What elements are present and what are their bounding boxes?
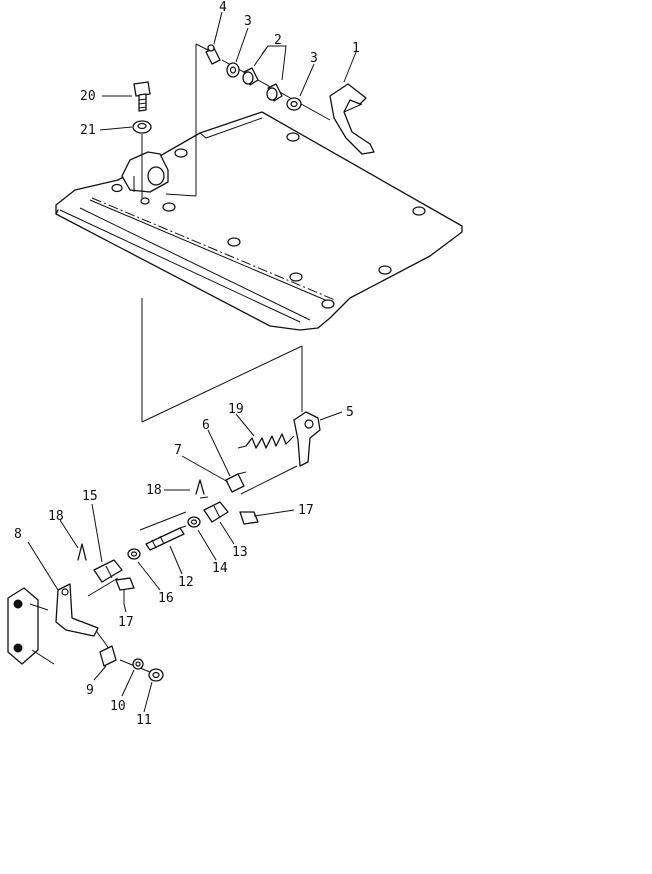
callouts: 4 3 2 3 1 20 21 5 19 6 7 18 17 15 18 8 1… [14,0,360,728]
bolt-17b [239,511,269,525]
callout-17b: 17 [298,503,314,518]
callout-18b: 18 [48,509,64,524]
callout-20: 20 [80,89,96,104]
callout-7: 7 [174,443,182,458]
leader-lines [27,11,357,713]
bolt-17a [115,577,135,604]
callout-14: 14 [212,561,228,576]
grease-fitting-4 [205,44,221,65]
callout-17a: 17 [118,615,134,630]
nut-14 [187,516,201,528]
spring-19 [237,433,295,449]
washer-3b [286,97,302,111]
callout-21: 21 [80,123,96,138]
callout-3a: 3 [244,14,252,29]
arm-8 [55,583,99,637]
floor-plate [55,111,463,331]
callout-5: 5 [346,405,354,420]
callout-11: 11 [136,713,152,728]
washer-10 [132,658,144,670]
callout-4: 4 [219,0,227,15]
callout-6: 6 [202,418,210,433]
rod-12 [145,525,187,551]
callout-13: 13 [232,545,248,560]
callout-12: 12 [178,575,194,590]
nut-16 [127,548,141,560]
side-bracket [7,587,55,665]
pedal-bracket [121,151,169,193]
bolt-20 [133,81,151,112]
callout-10: 10 [110,699,126,714]
washer-3a [226,62,240,78]
pedal-1 [329,83,375,155]
cotter-pin-18b [77,543,87,561]
nut-11 [148,668,164,682]
bushing-9 [99,645,117,667]
callout-16: 16 [158,591,174,606]
lever-5 [293,411,321,467]
callout-3b: 3 [310,51,318,66]
callout-18a: 18 [146,483,162,498]
cotter-pin-18a [195,479,205,495]
clevis-15 [93,559,123,583]
callout-15: 15 [82,489,98,504]
bushing-2a [242,67,259,86]
nut-21 [132,120,152,134]
callout-8: 8 [14,527,22,542]
callout-9: 9 [86,683,94,698]
clevis-13 [203,501,229,523]
callout-2: 2 [274,33,282,48]
callout-1: 1 [352,41,360,56]
bolt-6 [225,471,247,493]
callout-19: 19 [228,402,244,417]
bushing-2b [266,83,283,102]
